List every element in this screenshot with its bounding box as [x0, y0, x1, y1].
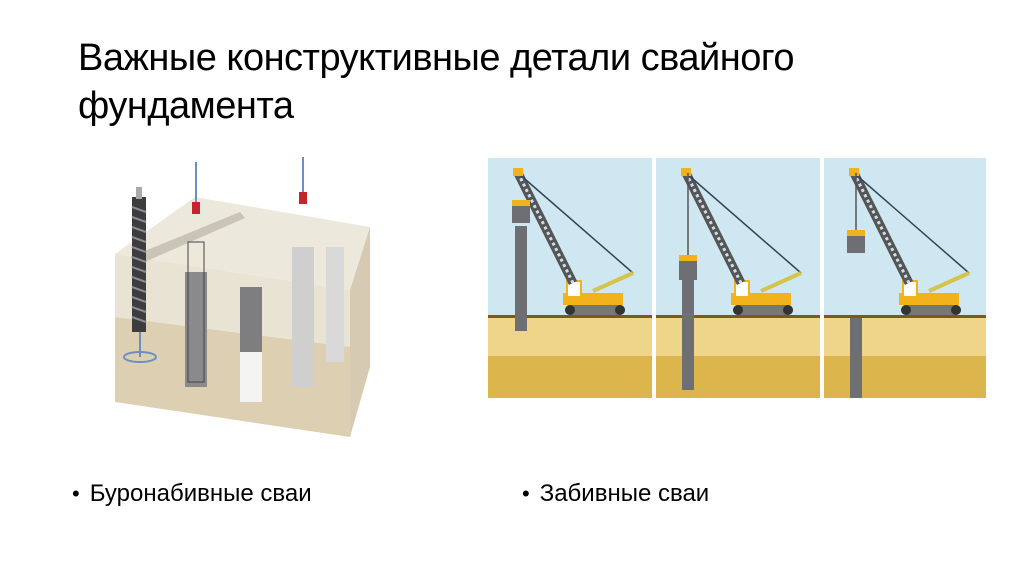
bullet-driven-piles: • Забивные сваи	[522, 480, 709, 508]
driven-piles-crane-sequence	[488, 158, 986, 398]
bullet-text: Забивные сваи	[539, 480, 710, 507]
bullet-marker: •	[72, 481, 80, 506]
bored-piles-illustration	[100, 152, 380, 442]
bullet-text: Буронабивные сваи	[89, 480, 312, 507]
bullet-marker: •	[522, 481, 530, 506]
slide-title: Важные конструктивные детали свайного фу…	[78, 37, 795, 127]
bullet-bored-piles: • Буронабивные сваи	[72, 480, 312, 508]
